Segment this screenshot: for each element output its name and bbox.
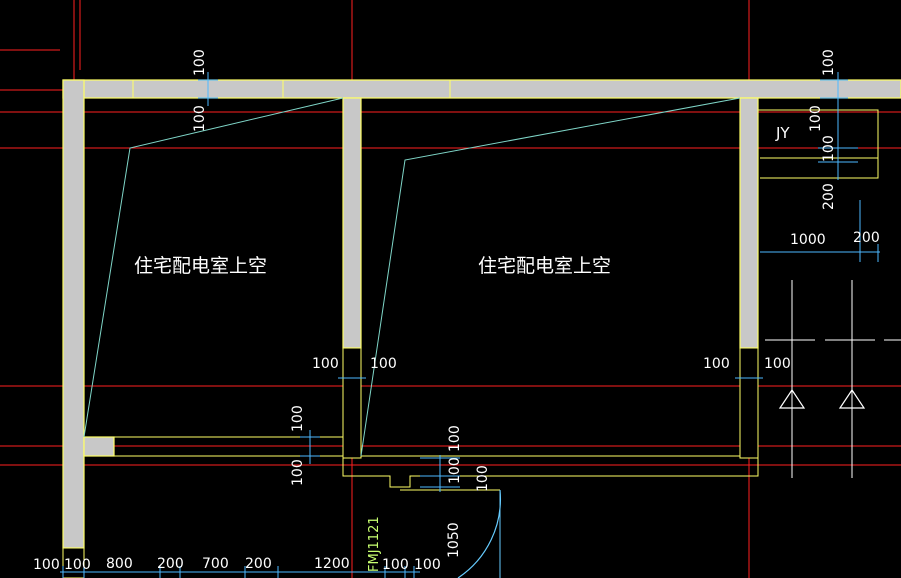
dim-bottom-3: 800 — [106, 556, 133, 572]
dim-bottom-6: 200 — [245, 556, 272, 572]
dim-door-2: 100 — [447, 457, 463, 484]
dim-right-top-1: 100 — [821, 49, 837, 76]
dim-low-left-lower: 100 — [290, 459, 306, 486]
diagonals — [83, 97, 741, 457]
dim-bottom-8: 100 — [382, 557, 409, 573]
dim-bottom-5: 700 — [202, 556, 229, 572]
dim-top-wall-upper: 100 — [192, 49, 208, 76]
door-tag: FMJ1121 — [367, 516, 382, 572]
dim-top-wall-lower: 100 — [192, 105, 208, 132]
dim-bottom-1: 100 — [33, 557, 60, 573]
dimension-ticks — [62, 566, 415, 578]
dim-right-top-2: 100 — [808, 105, 824, 132]
dim-bottom-9: 100 — [414, 557, 441, 573]
dim-bottom-2: 100 — [64, 557, 91, 573]
yellow-outlines — [84, 97, 879, 491]
wall-hatch — [132, 80, 451, 98]
wall-middle — [342, 97, 362, 349]
triangle-marker-2 — [838, 388, 866, 409]
dim-right-top-4: 200 — [821, 183, 837, 210]
dim-right-mid-left: 100 — [703, 356, 730, 372]
wall-top — [62, 79, 901, 99]
dim-mid-right: 100 — [370, 356, 397, 372]
dimension-lines — [60, 72, 880, 573]
reference-lines — [765, 280, 901, 478]
walls — [62, 79, 901, 549]
wall-right — [739, 97, 759, 349]
dim-right-horiz-2: 200 — [853, 230, 880, 246]
column-right — [739, 347, 759, 459]
dim-right-top-3: 100 — [821, 135, 837, 162]
dim-door-3: 100 — [475, 465, 491, 492]
door-arc — [457, 489, 502, 578]
dim-bottom-4: 200 — [157, 556, 184, 572]
wall-left — [62, 79, 85, 549]
dim-mid-left: 100 — [312, 356, 339, 372]
column-mid — [342, 347, 362, 459]
dim-right-horiz-1: 1000 — [790, 232, 826, 248]
dim-right-mid-right: 100 — [764, 356, 791, 372]
wall-stub — [83, 436, 115, 457]
room-label-right: 住宅配电室上空 — [478, 255, 611, 277]
dim-bottom-7: 1200 — [314, 556, 350, 572]
room-label-left: 住宅配电室上空 — [134, 255, 267, 277]
wall-gap-left — [62, 547, 85, 578]
dim-door-width: 1050 — [446, 522, 462, 558]
dim-door-1: 100 — [447, 425, 463, 452]
shaft-label: JY — [775, 124, 790, 142]
dim-low-left-upper: 100 — [290, 405, 306, 432]
triangle-marker-1 — [778, 388, 806, 409]
